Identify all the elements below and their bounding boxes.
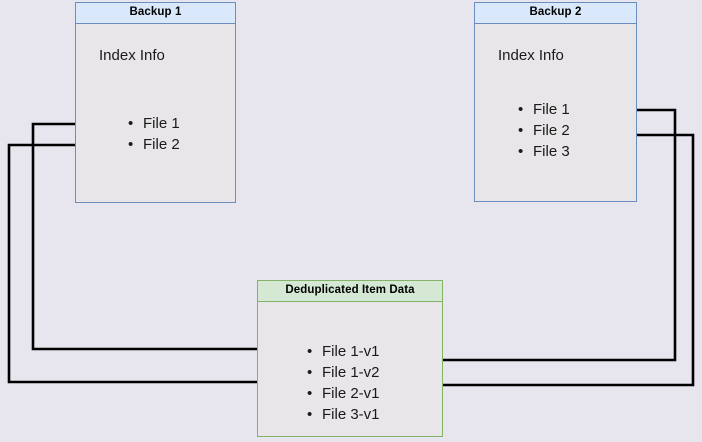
node-deduplicated-item-data-body: File 1-v1 File 1-v2 File 2-v1 File 3-v1 xyxy=(258,302,442,436)
node-deduplicated-item-data-file-list: File 1-v1 File 1-v2 File 2-v1 File 3-v1 xyxy=(307,341,380,425)
list-item: File 1-v1 xyxy=(307,341,380,362)
node-backup-2-body: Index Info File 1 File 2 File 3 xyxy=(475,24,636,201)
node-backup-1[interactable]: Backup 1 Index Info File 1 File 2 xyxy=(75,2,236,203)
node-backup-2[interactable]: Backup 2 Index Info File 1 File 2 File 3 xyxy=(474,2,637,202)
node-backup-2-title: Backup 2 xyxy=(475,3,636,24)
list-item: File 2 xyxy=(128,134,180,155)
node-backup-1-subtitle: Index Info xyxy=(99,47,165,64)
list-item: File 1 xyxy=(128,113,180,134)
node-backup-2-subtitle: Index Info xyxy=(498,47,564,64)
list-item: File 1 xyxy=(518,99,570,120)
node-backup-2-file-list: File 1 File 2 File 3 xyxy=(518,99,570,162)
node-backup-1-file-list: File 1 File 2 xyxy=(128,113,180,155)
node-backup-1-title: Backup 1 xyxy=(76,3,235,24)
node-backup-1-body: Index Info File 1 File 2 xyxy=(76,24,235,202)
list-item: File 2 xyxy=(518,120,570,141)
list-item: File 3-v1 xyxy=(307,404,380,425)
node-deduplicated-item-data[interactable]: Deduplicated Item Data File 1-v1 File 1-… xyxy=(257,280,443,437)
list-item: File 2-v1 xyxy=(307,383,380,404)
list-item: File 3 xyxy=(518,141,570,162)
list-item: File 1-v2 xyxy=(307,362,380,383)
node-deduplicated-item-data-title: Deduplicated Item Data xyxy=(258,281,442,302)
